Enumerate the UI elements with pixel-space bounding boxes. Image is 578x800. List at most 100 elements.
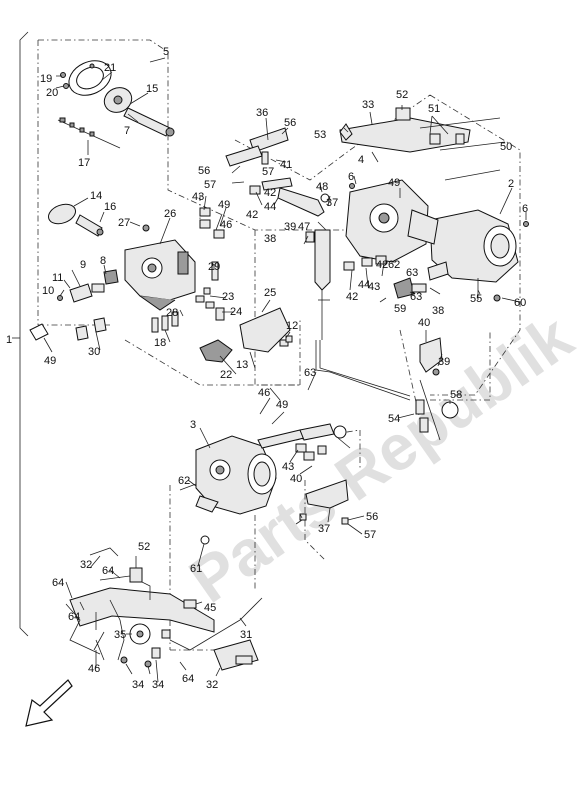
callout: 43 [368,281,380,293]
callout: 36 [256,107,268,119]
callout: 61 [190,563,202,575]
callout: 39 [284,221,296,233]
callout: 62 [178,475,190,487]
callout: 43 [192,191,204,203]
callout: 60 [514,297,526,309]
callout: 49 [44,355,56,367]
callout: 22 [220,369,232,381]
assembly-bracket [19,31,29,637]
callout: 20 [46,87,58,99]
callout: 33 [362,99,374,111]
callout: 52 [138,541,150,553]
callout: 40 [290,473,302,485]
callout: 6 [522,203,528,215]
callout: 32 [80,559,92,571]
throttle-lever [419,337,443,373]
callout: 44 [358,279,370,291]
callout: 3 [190,419,196,431]
callout: 42 [376,259,388,271]
callout: 31 [240,629,252,641]
callout: 7 [124,125,130,137]
callout: 45 [204,602,216,614]
callout: 8 [100,255,106,267]
callout: 10 [42,285,54,297]
callout: 63 [410,291,422,303]
callout: 34 [132,679,144,691]
callout: 54 [388,413,400,425]
callout: 64 [52,577,64,589]
vacuum-chamber [47,203,77,225]
front-direction-arrow [25,679,73,727]
leader-lines [43,57,527,683]
callout: 4 [358,154,364,166]
callout: 16 [104,201,116,213]
callout: 2 [508,178,514,190]
callout: 57 [262,166,274,178]
float-bowl [239,307,291,353]
callout: 23 [222,291,234,303]
callout: 42 [264,187,276,199]
callout: 12 [286,320,298,332]
plug-cap [29,323,49,341]
callout: 56 [366,511,378,523]
callout: 62 [388,259,400,271]
callout: 63 [304,367,316,379]
sensor-bracket [69,587,215,633]
callout: 25 [264,287,276,299]
piston-valve [123,107,171,137]
callout: 35 [114,629,126,641]
callout: 47 [298,221,310,233]
callout: 64 [68,611,80,623]
link-plate [339,117,471,153]
callout: 48 [316,181,328,193]
callout: 63 [406,267,418,279]
callout: 27 [118,217,130,229]
callout: 53 [314,129,326,141]
fuel-joint-pipe [314,229,331,291]
starter-plunger [75,214,103,237]
callout: 5 [163,46,169,58]
callout: 43 [282,461,294,473]
callout: 17 [78,157,90,169]
callout: 56 [284,117,296,129]
callout: 55 [470,293,482,305]
callout: 9 [80,259,86,271]
callout: 49 [218,199,230,211]
callout: 29 [208,261,220,273]
callout: 28 [166,307,178,319]
callout: 30 [88,346,100,358]
callout: 37 [318,523,330,535]
callout: 51 [428,103,440,115]
callout: 34 [152,679,164,691]
callout: 50 [500,141,512,153]
callout: 6 [348,171,354,183]
callout: 46 [258,387,270,399]
callout: 52 [396,89,408,101]
callout: 64 [182,673,194,685]
callout: 46 [88,663,100,675]
callout: 26 [164,208,176,220]
wire-harness-connector [213,639,259,671]
callout: 15 [146,83,158,95]
callout: 24 [230,306,242,318]
callout: 38 [264,233,276,245]
callout: 59 [394,303,406,315]
callout: 49 [388,177,400,189]
float-pin [151,317,159,333]
adjuster-knob [441,401,459,419]
callout: 19 [40,73,52,85]
callout: 13 [236,359,248,371]
callout: 64 [102,565,114,577]
callout: 32 [206,679,218,691]
callout: 58 [450,389,462,401]
callout: 38 [432,305,444,317]
callout: 11 [52,272,63,284]
fuel-hose-upper [261,177,293,191]
callout: 39 [438,356,450,368]
callout: 57 [204,179,216,191]
callout: 56 [198,165,210,177]
callout: 42 [246,209,258,221]
callout: 21 [104,62,116,74]
callout: 37 [326,197,338,209]
